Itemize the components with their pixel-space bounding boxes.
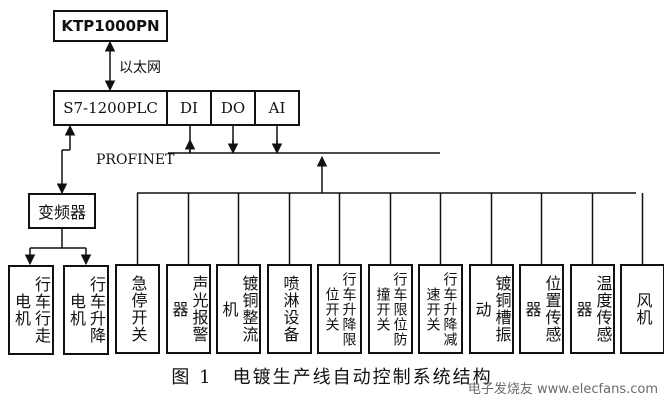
field-device-label: 镀铜整流机 (219, 275, 259, 343)
plc-box: S7-1200PLC (53, 90, 168, 126)
field-device-label: 镀铜槽振动 (472, 275, 512, 343)
field-device-box: 镀铜槽振动 (469, 264, 514, 354)
travel-motor-box: 行车行走电机 (8, 265, 54, 355)
hoist-motor-box: 行车升降电机 (63, 265, 109, 355)
field-device-box: 喷淋设备 (267, 264, 312, 354)
field-device-label: 行车升降限位开关 (323, 271, 357, 347)
field-device-box: 急停开关 (115, 264, 160, 354)
inverter-box: 变频器 (28, 193, 96, 229)
field-device-box: 声光报警器 (166, 264, 211, 354)
field-device-box: 风机 (620, 264, 664, 354)
travel-motor-label: 行车行走电机 (12, 276, 51, 344)
field-device-label: 喷淋设备 (280, 275, 300, 343)
hmi-box: KTP1000PN (53, 10, 168, 42)
plc-label: S7-1200PLC (63, 99, 158, 117)
field-device-box: 行车限位防撞开关 (368, 264, 413, 354)
hoist-motor-label: 行车升降电机 (67, 276, 106, 344)
di-module: DI (166, 90, 212, 126)
ethernet-label: 以太网 (119, 60, 161, 76)
profinet-label: PROFINET (96, 152, 175, 168)
field-device-label: 急停开关 (128, 275, 148, 343)
field-device-label: 行车限位防撞开关 (374, 271, 408, 347)
field-device-box: 位置传感器 (519, 264, 564, 354)
do-label: DO (220, 99, 246, 117)
di-label: DI (180, 99, 198, 117)
field-device-label: 位置传感器 (522, 275, 562, 343)
inverter-label: 变频器 (37, 203, 86, 222)
figure-caption: 图 1 电镀生产线自动控制系统结构 (171, 367, 493, 388)
field-device-box: 温度传感器 (570, 264, 615, 354)
field-device-label: 温度传感器 (573, 275, 613, 343)
field-device-box: 行车升降减速开关 (418, 264, 463, 354)
ai-label: AI (268, 99, 286, 117)
field-device-label: 风机 (633, 292, 653, 326)
field-device-box: 镀铜整流机 (216, 264, 261, 354)
field-device-box: 行车升降限位开关 (317, 264, 362, 354)
field-device-label: 声光报警器 (169, 275, 209, 343)
watermark: 电子发烧友 www.elecfans.com (467, 382, 658, 397)
field-device-label: 行车升降减速开关 (424, 271, 458, 347)
ai-module: AI (254, 90, 300, 126)
do-module: DO (210, 90, 256, 126)
hmi-label: KTP1000PN (61, 17, 160, 35)
